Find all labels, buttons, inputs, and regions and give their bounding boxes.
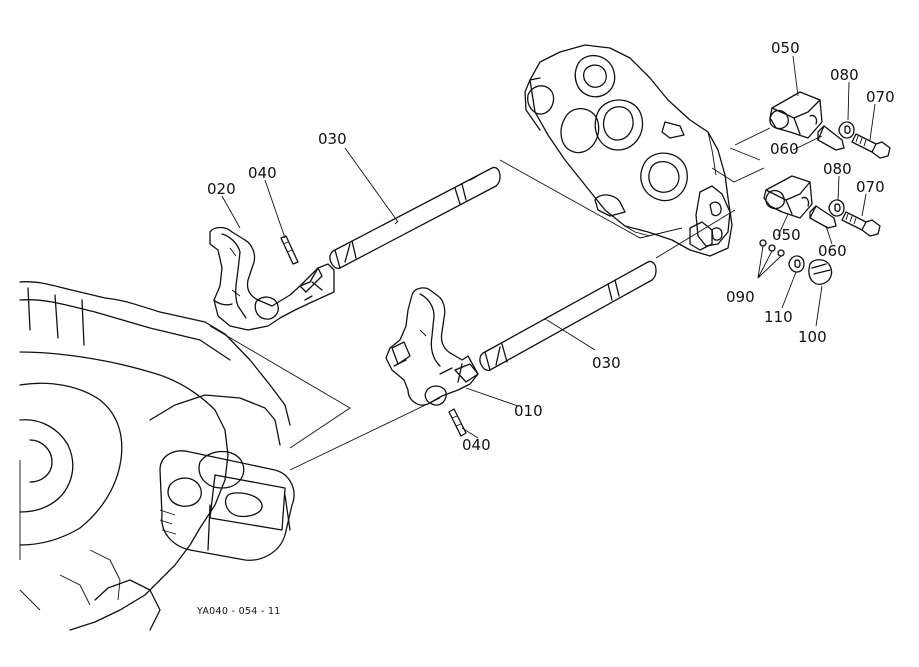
label-110: 110 (764, 308, 793, 326)
bracket-050-lower (763, 175, 813, 219)
label-040-upper: 040 (248, 164, 277, 182)
spring-pin-040-upper (280, 235, 299, 265)
plunger-060-lower (809, 205, 837, 229)
label-100: 100 (798, 328, 827, 346)
leader-lines (221, 55, 876, 439)
label-040-lower: 040 (462, 436, 491, 454)
label-090: 090 (726, 288, 755, 306)
label-060-lower: 060 (818, 242, 847, 260)
label-060-upper: 060 (770, 140, 799, 158)
plug-100 (808, 259, 833, 285)
label-080-upper: 080 (830, 66, 859, 84)
label-010: 010 (514, 402, 543, 420)
label-080-lower: 080 (823, 160, 852, 178)
spring-pin-040-lower (448, 408, 467, 437)
shift-fork-010 (385, 287, 479, 406)
bolt-070-lower (841, 211, 881, 237)
shift-fork-020 (209, 226, 335, 331)
drawing-code: YA040 - 054 - 11 (196, 606, 281, 617)
detent-balls-090 (759, 239, 785, 257)
washer-110 (788, 255, 805, 273)
label-030-lower: 030 (592, 354, 621, 372)
label-030-upper: 030 (318, 130, 347, 148)
bracket-050-upper (769, 91, 823, 139)
label-070-lower: 070 (856, 178, 885, 196)
washer-080-lower (828, 199, 845, 217)
bolt-070-upper (851, 133, 891, 159)
label-050-upper: 050 (771, 39, 800, 57)
shift-rod-lower (479, 260, 657, 372)
label-020: 020 (207, 180, 236, 198)
label-070-upper: 070 (866, 88, 895, 106)
washer-080-upper (838, 121, 855, 139)
assembly-lines (209, 127, 771, 471)
part-labels: 020 040 030 050 080 070 060 080 070 050 … (196, 39, 895, 617)
transmission-housing (19, 281, 295, 631)
shift-cover-plate (524, 44, 733, 257)
shift-rod-upper (329, 166, 501, 270)
label-050-lower: 050 (772, 226, 801, 244)
